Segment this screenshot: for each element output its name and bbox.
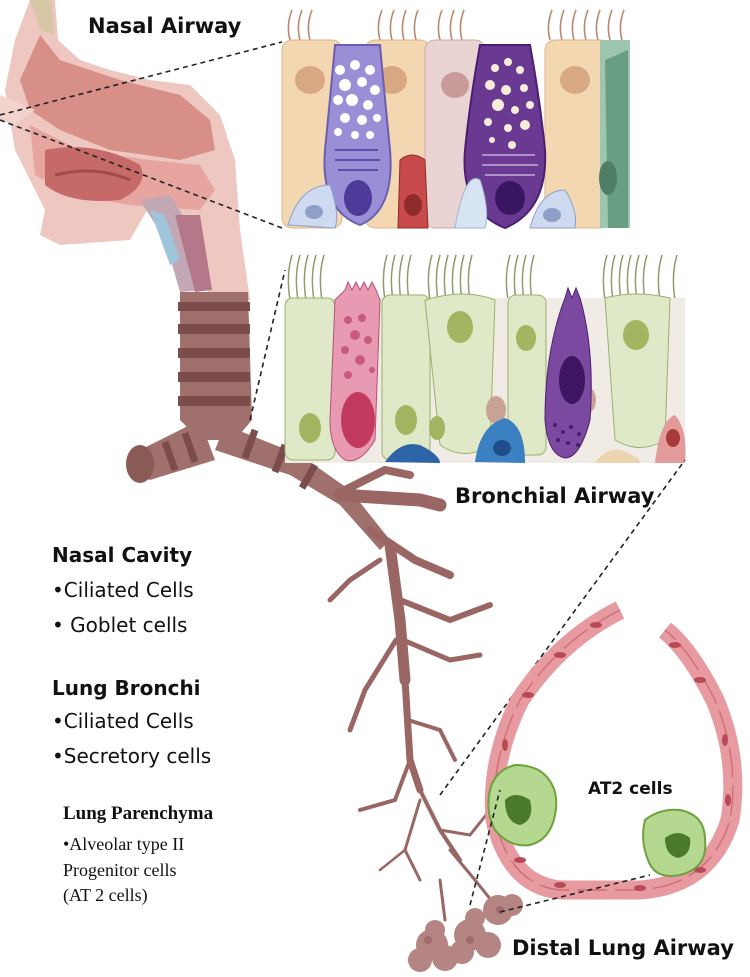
lung-parenchyma-item: (AT 2 cells) <box>63 885 148 905</box>
distal-airway-title: Distal Lung Airway <box>512 936 734 960</box>
nasal-cavity-item: • Goblet cells <box>52 613 188 637</box>
nasal-zoom-lines <box>0 41 283 229</box>
alveolus-panel <box>484 601 743 900</box>
head-sagittal-section <box>0 0 250 300</box>
nasal-airway-title: Nasal Airway <box>88 14 242 38</box>
nasal-cavity-item: •Ciliated Cells <box>52 578 194 602</box>
bronchial-epithelium-panel <box>284 254 686 463</box>
lung-bronchi-item: •Secretory cells <box>52 744 212 768</box>
at2-cells-label: AT2 cells <box>588 779 673 799</box>
nasal-epithelium-panel <box>281 9 630 230</box>
nasal-cavity-heading: Nasal Cavity <box>52 543 193 567</box>
lung-parenchyma-heading: Lung Parenchyma <box>63 803 214 824</box>
bronchial-zoom-lines <box>249 269 686 796</box>
trachea-and-bronchial-tree <box>126 292 523 972</box>
bronchial-airway-title: Bronchial Airway <box>455 484 655 508</box>
lung-parenchyma-item: Progenitor cells <box>63 860 177 880</box>
distal-zoom-lines <box>469 789 651 913</box>
at2-cell-right <box>642 808 707 877</box>
lung-bronchi-item: •Ciliated Cells <box>52 709 194 733</box>
lung-parenchyma-item: •Alveolar type II <box>63 834 185 854</box>
at2-cell-left <box>487 763 558 847</box>
lung-bronchi-heading: Lung Bronchi <box>52 676 201 700</box>
